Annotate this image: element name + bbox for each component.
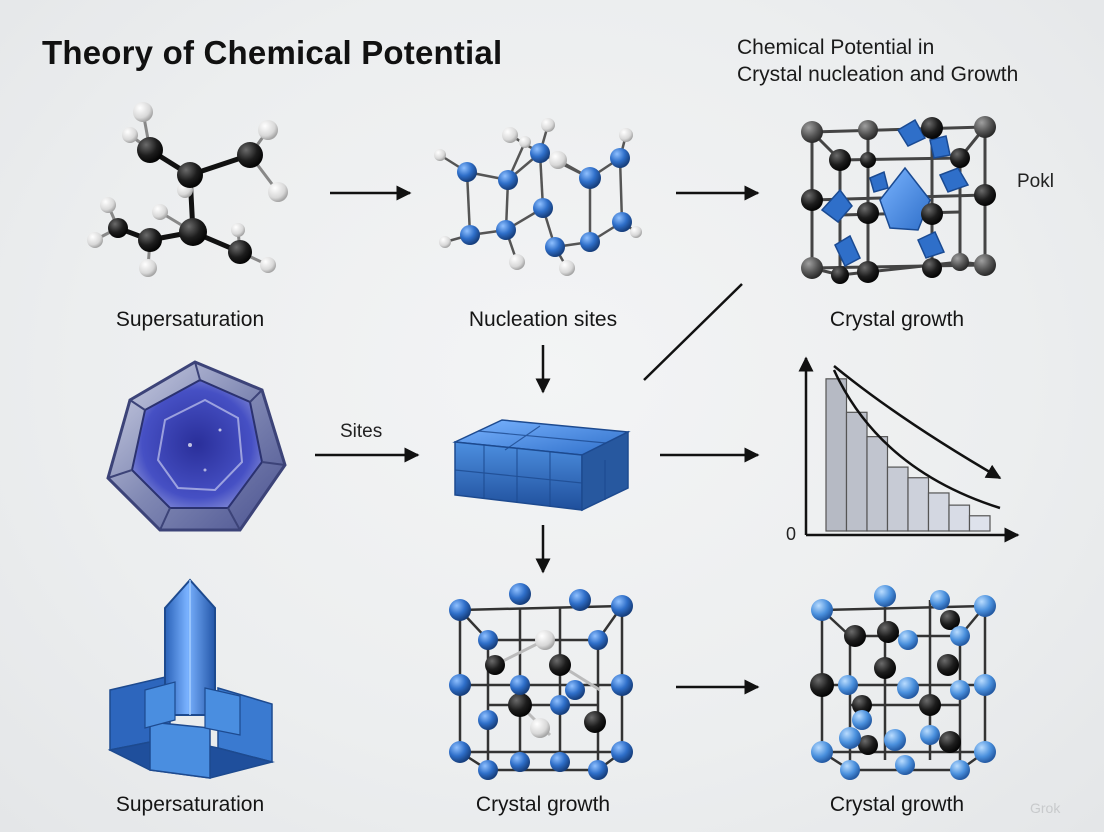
watermark: Grok (1030, 800, 1060, 816)
lattice-crystal-growth-bottom-right (810, 585, 996, 780)
label-crystal-growth-bottom-mid: Crystal growth (476, 793, 610, 817)
chart-bar (867, 437, 888, 531)
chart-bar (908, 478, 929, 531)
molecule-atoms (87, 102, 288, 277)
glass-polyhedron (108, 362, 285, 530)
chart-bar (929, 493, 950, 531)
label-nucleation-sites: Nucleation sites (469, 308, 617, 332)
label-side-note: Pokl (1017, 171, 1054, 193)
chart-bar (826, 379, 847, 531)
label-crystal-growth-top: Crystal growth (830, 308, 964, 332)
nucleation-network (434, 118, 642, 276)
decay-chart (806, 358, 1018, 535)
chart-bar (847, 412, 868, 531)
lattice-crystal-growth-top (801, 116, 996, 284)
chart-bar (888, 467, 909, 531)
crystal-tower (110, 580, 272, 778)
arrow-diagonal (644, 284, 742, 380)
lattice-crystal-growth-bottom-mid (449, 583, 633, 780)
chart-bar (970, 516, 991, 531)
label-crystal-growth-bottom-right: Crystal growth (830, 793, 964, 817)
label-supersaturation-bottom: Supersaturation (116, 793, 264, 817)
chart-bar (949, 505, 970, 531)
label-sites-arrow: Sites (340, 421, 382, 443)
blue-slab (455, 420, 628, 510)
label-supersaturation-top: Supersaturation (116, 308, 264, 332)
chart-origin-label: 0 (786, 524, 796, 545)
